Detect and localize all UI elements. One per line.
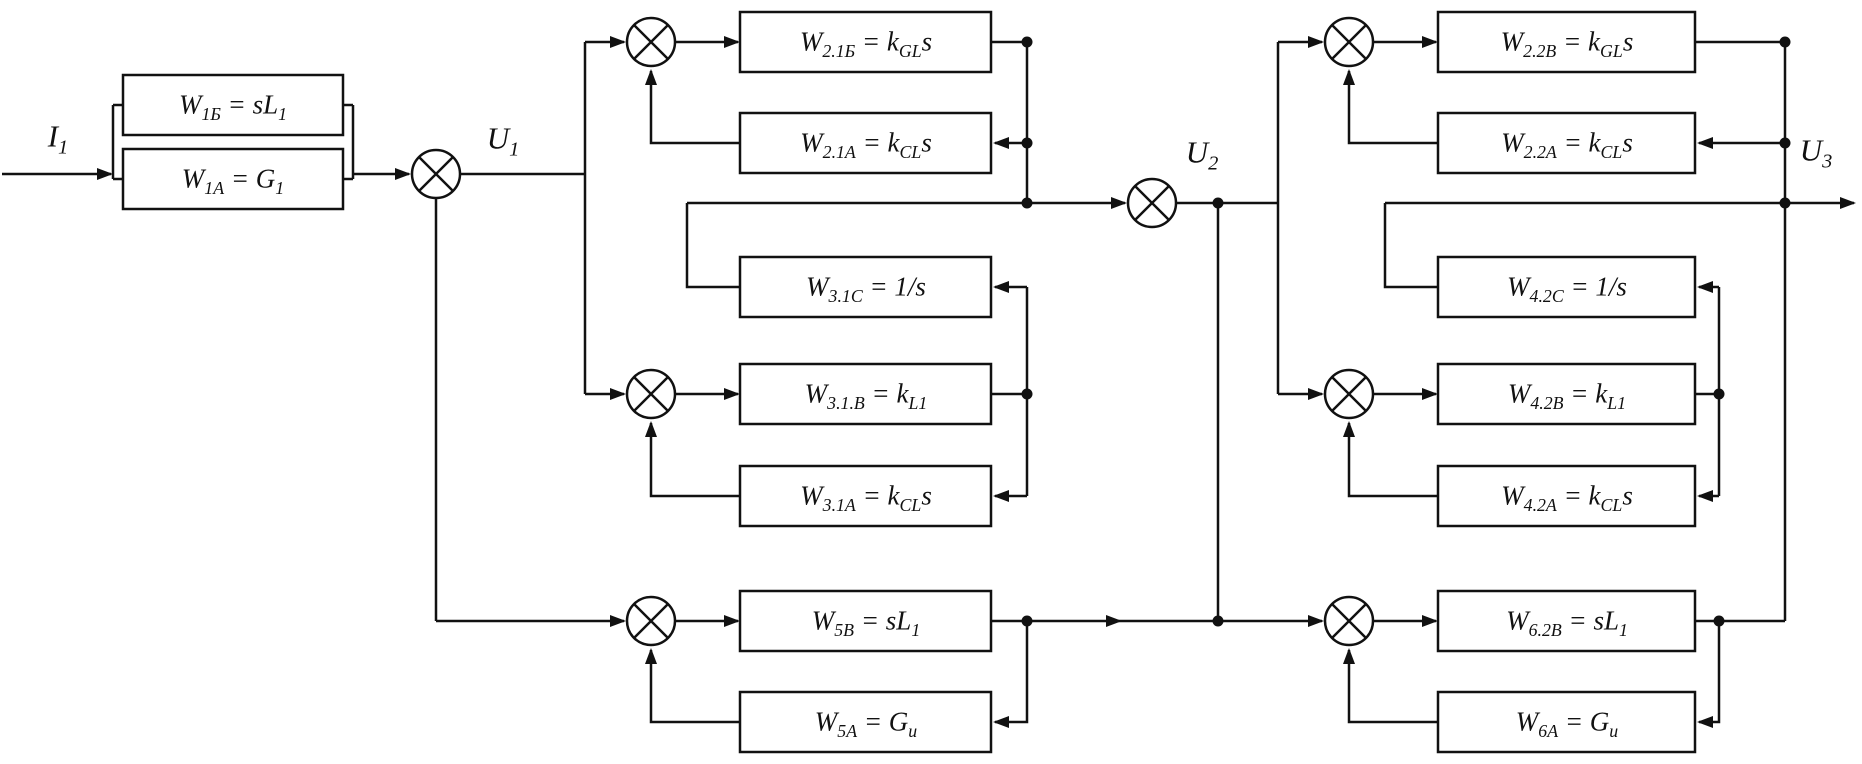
block-w1b-box: [121, 73, 345, 137]
branch-dot: [1021, 388, 1033, 400]
block-w21b-box: [738, 10, 993, 74]
block-w22v-box: [1436, 10, 1697, 74]
wire-w21a-feedback: [645, 69, 740, 145]
wire-w5a-tap: [993, 621, 1029, 728]
block-w1a-box: [121, 147, 345, 211]
block-w1b-label: W1Б = sL1: [178, 89, 288, 124]
summing-junction-left-mid: [625, 368, 677, 420]
wire-w5a-feedback: [645, 648, 740, 724]
block-w22v-label: W2.2В = kGLs: [1500, 26, 1634, 61]
block-w42c-label: W4.2С = 1/s: [1507, 271, 1627, 306]
block-w31a-label: W3.1А = kCLs: [800, 480, 932, 515]
branch-dot: [1212, 197, 1224, 209]
block-w21a-label: W2.1А = kCLs: [800, 127, 932, 162]
signal-label-u1: U1: [486, 120, 520, 161]
wire-w22a-feedback: [1343, 69, 1438, 145]
summing-junction-right-bot: [1323, 595, 1375, 647]
block-w62v-label: W6.2В = sL1: [1506, 605, 1628, 640]
signal-label-u3: U3: [1799, 132, 1833, 173]
block-w42v-box: [1436, 362, 1697, 426]
block-w31v-box: [738, 362, 993, 426]
branch-dot: [1713, 615, 1725, 627]
branch-dot: [1021, 197, 1033, 209]
block-w42v-label: W4.2В = kL1: [1507, 378, 1627, 413]
block-w21a-box: [738, 111, 993, 175]
w1-bracket-left: [111, 103, 123, 181]
summing-junction-1: [410, 148, 462, 200]
branch-dots: [1021, 36, 1791, 627]
block-w42c-box: [1436, 255, 1697, 319]
block-w31c-label: W3.1С = 1/s: [806, 271, 926, 306]
branch-dot: [1021, 36, 1033, 48]
branch-dot: [1212, 615, 1224, 627]
signal-label-u2: U2: [1185, 134, 1219, 175]
block-w1a-label: W1А = G1: [181, 163, 285, 198]
block-w31a-box: [738, 464, 993, 528]
block-w5a-label: W5А = Gи: [814, 706, 918, 741]
wire-w31a-feedback: [645, 421, 740, 498]
block-w21b-label: W2.1Б = kGLs: [799, 26, 933, 61]
branch-dot: [1713, 388, 1725, 400]
block-w42a-label: W4.2А = kCLs: [1501, 480, 1633, 515]
wire-w31c-riser: [685, 203, 740, 289]
branch-dot: [1021, 615, 1033, 627]
block-w5a-box: [738, 690, 993, 754]
signal-label-i1: I1: [47, 118, 69, 159]
block-w6a-label: W6А = Gи: [1515, 706, 1619, 741]
block-w31c-box: [738, 255, 993, 319]
block-w31v-label: W3.1.В = kL1: [804, 378, 928, 413]
summing-junction-2: [1126, 177, 1178, 229]
block-w42a-box: [1436, 464, 1697, 528]
branch-dot: [1779, 36, 1791, 48]
branch-dot: [1779, 137, 1791, 149]
branch-dot: [1021, 137, 1033, 149]
wire-w42c-riser: [1383, 203, 1438, 289]
summing-junction-left-bot: [625, 595, 677, 647]
summing-junction-left-top: [625, 16, 677, 68]
block-w5v-label: W5В = sL1: [811, 605, 921, 640]
block-w22a-box: [1436, 111, 1697, 175]
wire-w6a-feedback: [1343, 648, 1438, 724]
w1-bracket-right: [343, 103, 355, 181]
wire-w6a-tap: [1697, 621, 1721, 728]
block-boxes: [121, 10, 1697, 754]
block-w62v-box: [1436, 589, 1697, 653]
branch-dot: [1779, 197, 1791, 209]
summing-junctions: [410, 16, 1375, 647]
block-w5v-box: [738, 589, 993, 653]
wire-w21b-out: [991, 40, 1029, 203]
summing-junction-right-top: [1323, 16, 1375, 68]
wire-w42a-feedback: [1343, 421, 1438, 498]
block-w6a-box: [1436, 690, 1697, 754]
summing-junction-right-mid: [1323, 368, 1375, 420]
block-w22a-label: W2.2А = kCLs: [1501, 127, 1633, 162]
